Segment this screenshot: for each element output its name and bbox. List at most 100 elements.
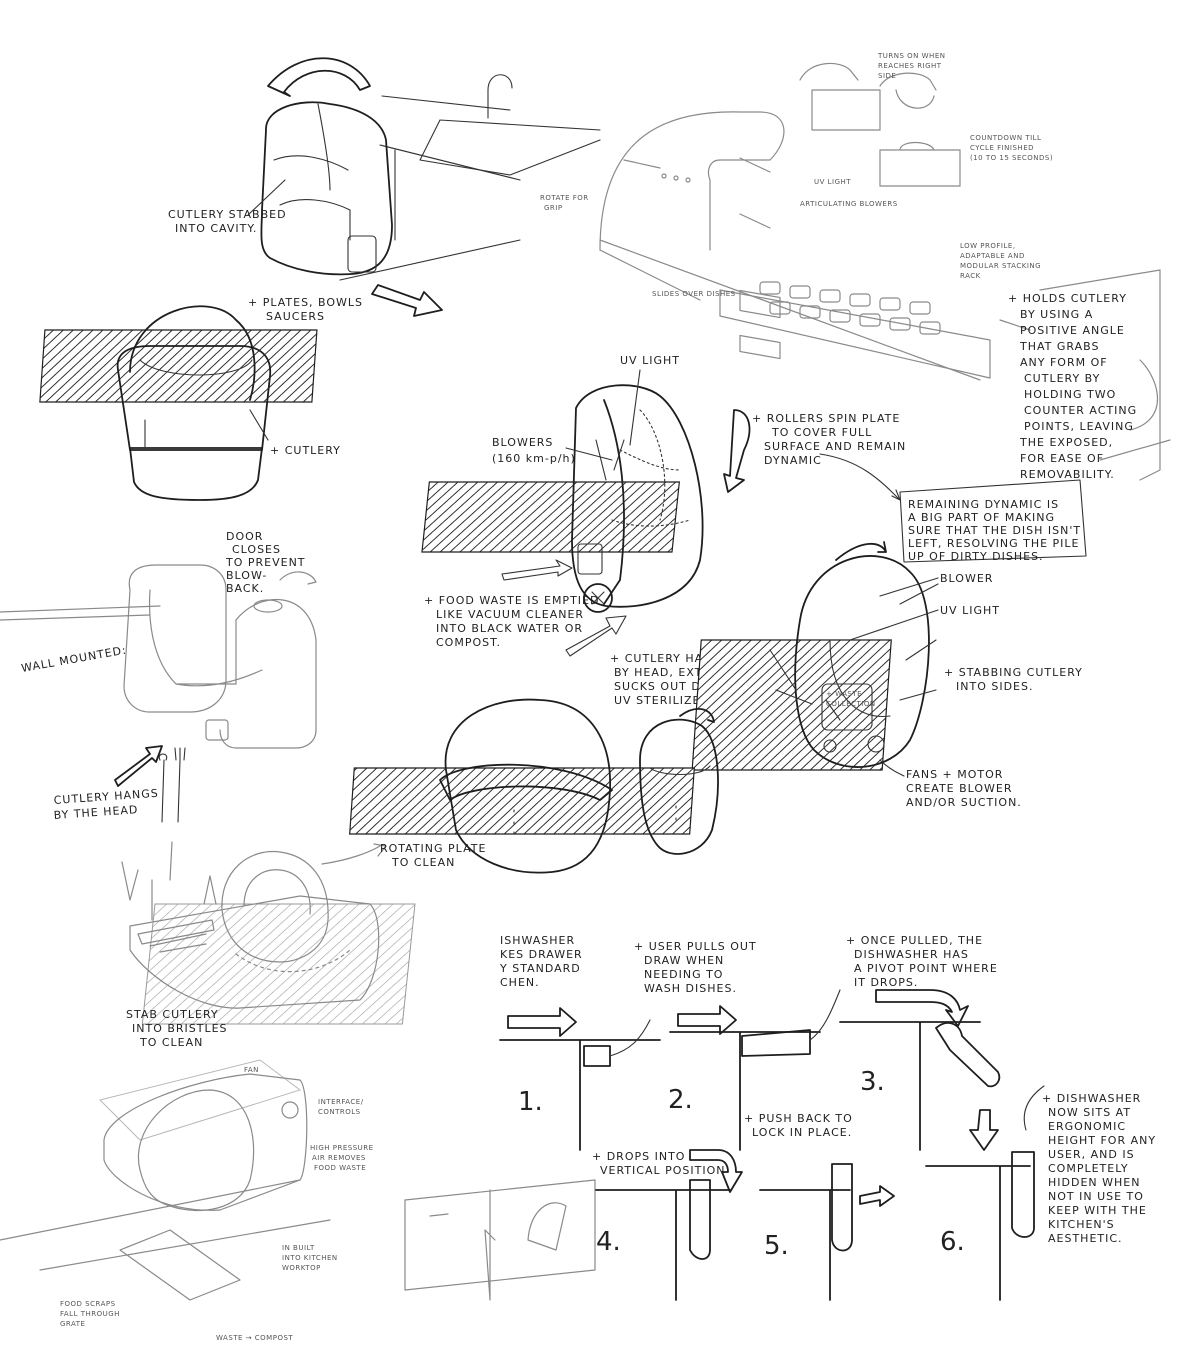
svg-text:CYCLE FINISHED: CYCLE FINISHED: [970, 144, 1034, 152]
svg-text:GRIP: GRIP: [544, 204, 563, 212]
svg-text:ISHWASHER: ISHWASHER: [500, 934, 575, 947]
hang-arrow-icon: [114, 745, 163, 787]
svg-text:TURNS ON WHEN: TURNS ON WHEN: [877, 52, 945, 60]
pivot-arrow-icon: [875, 989, 969, 1027]
svg-text:SLIDES OVER DISHES: SLIDES OVER DISHES: [652, 290, 736, 298]
svg-text:SURE THAT THE DISH ISN'T: SURE THAT THE DISH ISN'T: [908, 524, 1081, 537]
svg-text:THAT GRABS: THAT GRABS: [1019, 340, 1099, 353]
svg-text:FAN: FAN: [244, 1066, 259, 1074]
svg-text:(10 TO 15 SECONDS): (10 TO 15 SECONDS): [970, 154, 1053, 162]
spoon-icon: [158, 753, 168, 823]
note-remaining-dynamic: REMAINING DYNAMIC IS A BIG PART OF MAKIN…: [899, 479, 1087, 563]
svg-text:WORKTOP: WORKTOP: [282, 1264, 321, 1272]
svg-text:BY THE HEAD: BY THE HEAD: [53, 803, 139, 822]
svg-text:CONTROLS: CONTROLS: [318, 1108, 361, 1116]
svg-text:TO CLEAN: TO CLEAN: [139, 1036, 203, 1049]
storyboard-drawer-dishwasher: ISHWASHER KES DRAWER Y STANDARD CHEN. + …: [499, 934, 1156, 1301]
svg-text:FALL THROUGH: FALL THROUGH: [60, 1310, 120, 1318]
svg-text:+ HOLDS CUTLERY: + HOLDS CUTLERY: [1008, 292, 1127, 305]
svg-text:COLLECTION: COLLECTION: [826, 700, 876, 708]
label-cutlery-stabbed: CUTLERY STABBED: [168, 208, 287, 221]
svg-text:LIKE VACUUM CLEANER: LIKE VACUUM CLEANER: [436, 608, 584, 621]
svg-text:A BIG PART OF MAKING: A BIG PART OF MAKING: [908, 511, 1055, 524]
svg-text:HIGH PRESSURE: HIGH PRESSURE: [310, 1144, 374, 1152]
step-5-panel: 5.: [759, 1163, 895, 1301]
svg-text:GRATE: GRATE: [60, 1320, 85, 1328]
spin-arrow-icon: [723, 409, 751, 493]
svg-text:ROTATE FOR: ROTATE FOR: [540, 194, 589, 202]
svg-text:5.: 5.: [764, 1231, 789, 1261]
sketch-built-in-worktop: INTERFACE/ CONTROLS HIGH PRESSURE AIR RE…: [0, 1059, 374, 1342]
svg-text:IN BUILT: IN BUILT: [282, 1244, 315, 1252]
sketch-tunnel-dishwasher: TURNS ON WHEN REACHES RIGHT SIDE COUNTDO…: [540, 52, 1171, 481]
svg-text:UV LIGHT: UV LIGHT: [940, 604, 1000, 617]
svg-text:HEIGHT FOR ANY: HEIGHT FOR ANY: [1048, 1134, 1156, 1147]
svg-text:KEEP WITH THE: KEEP WITH THE: [1048, 1204, 1147, 1217]
slide-out-arrow-icon: [371, 284, 443, 317]
svg-text:3.: 3.: [860, 1067, 885, 1097]
svg-text:FOOD WASTE: FOOD WASTE: [314, 1164, 366, 1172]
svg-text:CREATE BLOWER: CREATE BLOWER: [906, 782, 1013, 795]
svg-text:WASTE → COMPOST: WASTE → COMPOST: [216, 1334, 293, 1342]
sketch-two-pods: [349, 698, 719, 874]
svg-text:A PIVOT POINT WHERE: A PIVOT POINT WHERE: [854, 962, 998, 975]
svg-text:REMOVABILITY.: REMOVABILITY.: [1020, 468, 1115, 481]
fork-icon: [174, 747, 186, 823]
plate-outline: [129, 305, 256, 401]
svg-text:IT DROPS.: IT DROPS.: [854, 976, 918, 989]
sketch-waste-pod: + WASTE COLLECTION BLOWER UV LIGHT + STA…: [691, 541, 1082, 809]
sketch-wall-mounted: DOOR CLOSES TO PREVENT BLOW- BACK. WALL …: [0, 530, 317, 823]
svg-text:NOW SITS AT: NOW SITS AT: [1048, 1106, 1131, 1119]
svg-text:TO PREVENT: TO PREVENT: [225, 556, 306, 569]
svg-text:INTERFACE/: INTERFACE/: [318, 1098, 364, 1106]
svg-text:ANY FORM OF: ANY FORM OF: [1020, 356, 1108, 369]
svg-text:POINTS, LEAVING: POINTS, LEAVING: [1024, 420, 1134, 433]
svg-text:ARTICULATING BLOWERS: ARTICULATING BLOWERS: [800, 200, 898, 208]
svg-text:INTO BRISTLES: INTO BRISTLES: [132, 1022, 228, 1035]
rotation-arrow-icon: [267, 57, 371, 97]
svg-text:4.: 4.: [596, 1227, 621, 1257]
svg-text:CLOSES: CLOSES: [232, 543, 281, 556]
svg-text:BLOW-: BLOW-: [226, 569, 267, 582]
svg-text:BY USING A: BY USING A: [1020, 308, 1093, 321]
svg-text:UP OF DIRTY DISHES.: UP OF DIRTY DISHES.: [908, 550, 1044, 563]
svg-text:REMAINING DYNAMIC IS: REMAINING DYNAMIC IS: [908, 498, 1059, 511]
step-6-panel: 6. + DISHWASHER NOW SITS AT ERGONOMIC HE…: [925, 1085, 1156, 1301]
svg-text:(160 km-p/h): (160 km-p/h): [492, 452, 576, 465]
push-left-arrow-icon: [859, 1185, 895, 1207]
svg-text:UV STERILIZES.: UV STERILIZES.: [614, 694, 713, 707]
svg-text:LOW PROFILE,: LOW PROFILE,: [960, 242, 1016, 250]
svg-text:REACHES RIGHT: REACHES RIGHT: [878, 62, 942, 70]
svg-text:NEEDING TO: NEEDING TO: [644, 968, 723, 981]
step-1-panel: 1.: [499, 1007, 661, 1151]
svg-text:+ ROLLERS SPIN PLATE: + ROLLERS SPIN PLATE: [752, 412, 900, 425]
sink-outline: [419, 119, 601, 176]
tap-icon: [487, 74, 513, 119]
svg-text:VERTICAL POSITION: VERTICAL POSITION: [600, 1164, 725, 1177]
pod-body: [260, 101, 393, 276]
svg-text:DOOR: DOOR: [226, 530, 263, 543]
svg-text:BACK.: BACK.: [226, 582, 264, 595]
svg-text:2.: 2.: [668, 1085, 693, 1115]
svg-text:WASH DISHES.: WASH DISHES.: [644, 982, 737, 995]
worktop-hatch: [39, 329, 318, 403]
svg-text:AIR REMOVES: AIR REMOVES: [312, 1154, 366, 1162]
svg-text:CUTLERY HANGS: CUTLERY HANGS: [53, 787, 159, 807]
svg-text:ERGONOMIC: ERGONOMIC: [1048, 1120, 1126, 1133]
fan-icon: [867, 735, 885, 753]
svg-text:ROTATING PLATE: ROTATING PLATE: [380, 842, 486, 855]
svg-text:FOR EASE OF: FOR EASE OF: [1020, 452, 1104, 465]
svg-text:SIDE: SIDE: [878, 72, 896, 80]
control-panel: [347, 235, 377, 273]
svg-text:RACK: RACK: [960, 272, 981, 280]
push-arrow-icon: [507, 1007, 577, 1037]
svg-text:+ PUSH BACK TO: + PUSH BACK TO: [744, 1112, 853, 1125]
svg-text:+ DISHWASHER: + DISHWASHER: [1042, 1092, 1141, 1105]
svg-text:INTO CAVITY.: INTO CAVITY.: [175, 222, 257, 235]
svg-text:INTO KITCHEN: INTO KITCHEN: [282, 1254, 338, 1262]
svg-text:DRAW WHEN: DRAW WHEN: [644, 954, 724, 967]
svg-text:HIDDEN WHEN: HIDDEN WHEN: [1048, 1176, 1140, 1189]
svg-text:COMPLETELY: COMPLETELY: [1048, 1162, 1129, 1175]
svg-text:COUNTDOWN TILL: COUNTDOWN TILL: [970, 134, 1041, 142]
waste-pod-shell: [794, 555, 930, 768]
